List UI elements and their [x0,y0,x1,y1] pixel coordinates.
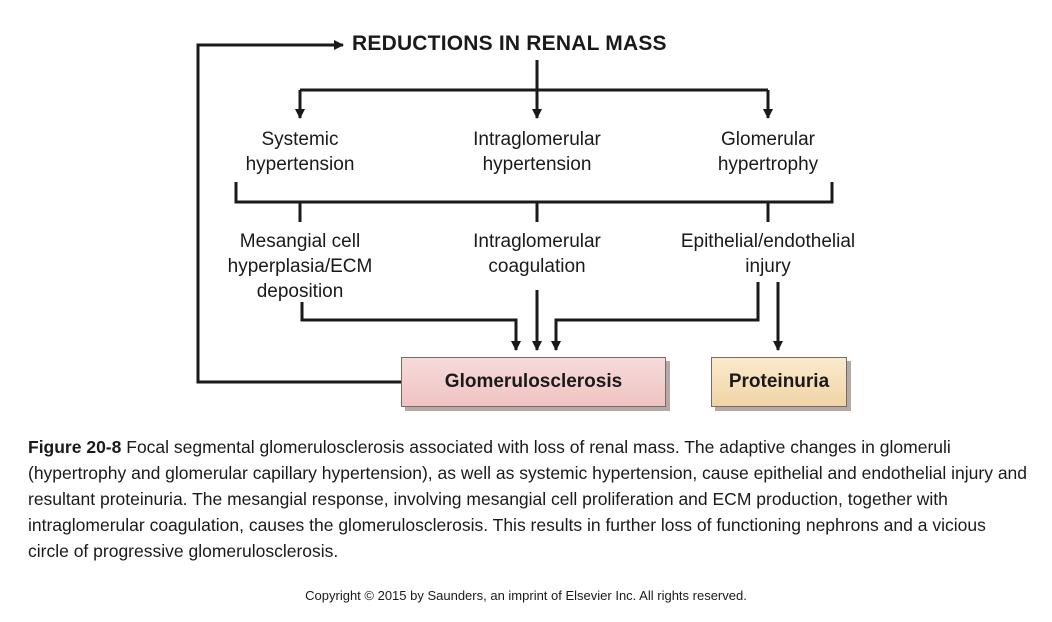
arrow-mesangial-to-glomerulosclerosis [300,302,521,351]
label-intraglomerular-coagulation: Intraglomerular coagulation [473,231,601,277]
caption-text: Focal segmental glomerulosclerosis assoc… [28,437,1028,561]
label-intraglomerular-hypertension: Intraglomerular hypertension [473,129,601,175]
label-systemic-hypertension: Systemic hypertension [245,129,355,175]
flow-diagram [196,40,834,384]
level1-bracket [234,182,834,204]
label-mesangial-hyperplasia: Mesangial cell hyperplasia/ECM depositio… [227,231,373,302]
figure-label: Figure 20-8 [28,437,122,457]
proteinuria-box: Proteinuria [711,357,847,407]
diagram-title: REDUCTIONS IN RENAL MASS [352,32,667,55]
figure-caption: Figure 20-8 Focal segmental glomeruloscl… [28,434,1028,564]
glomerulosclerosis-box: Glomerulosclerosis [401,357,666,407]
label-epithelial-endothelial-injury: Epithelial/endothelial injury [680,231,856,277]
feedback-loop-arrow [196,40,401,384]
label-glomerular-hypertrophy: Glomerular hypertrophy [717,129,819,175]
copyright-notice: Copyright © 2015 by Saunders, an imprint… [305,588,747,603]
arrow-injury-to-glomerulosclerosis [551,282,760,351]
